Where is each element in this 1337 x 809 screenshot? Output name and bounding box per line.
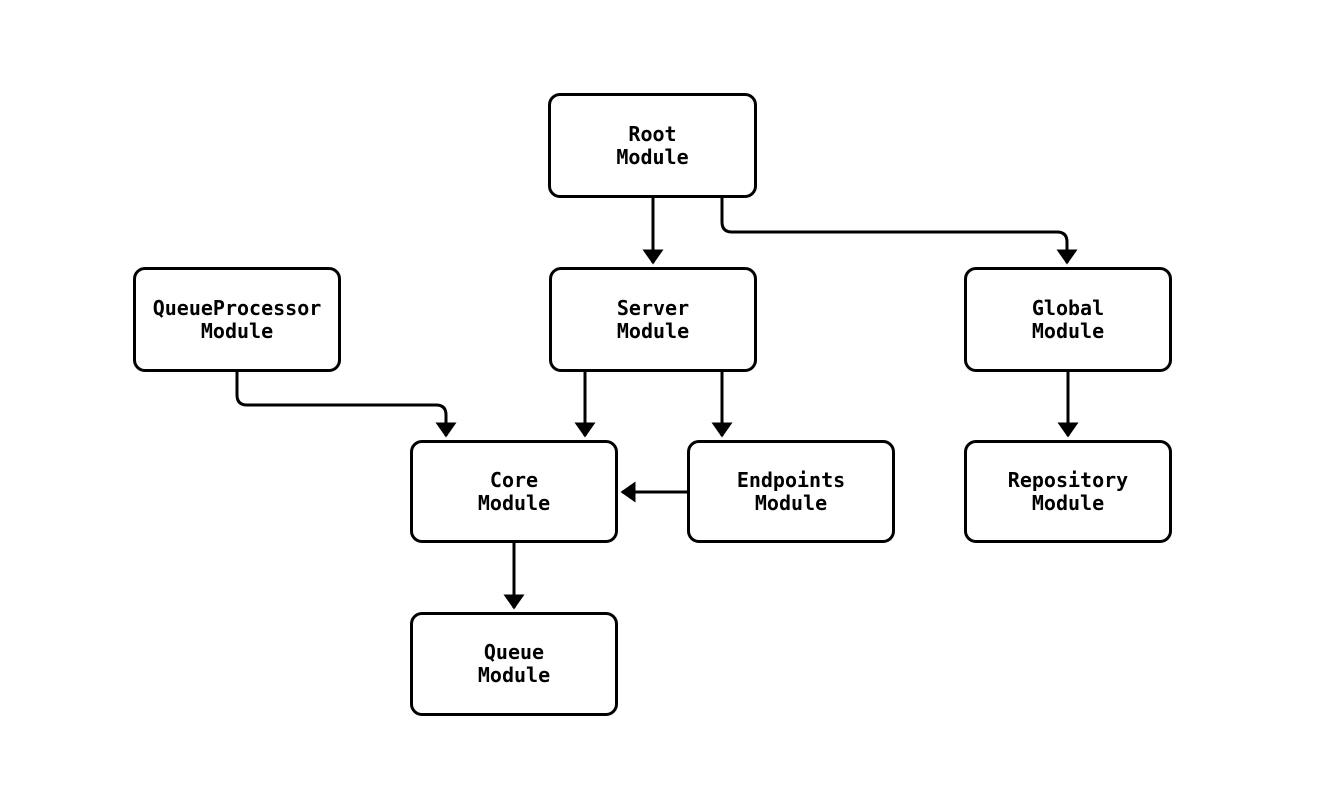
node-global-module: Global Module [964,267,1172,372]
node-core-module: Core Module [410,440,618,543]
node-label-line: Module [754,490,828,515]
node-label-line: Module [616,318,690,343]
node-server-module: Server Module [549,267,757,372]
node-label-line: Queue [483,640,545,664]
edge-root-module-to-global-module [720,198,1078,265]
node-label-line: Repository [1007,467,1129,492]
node-label-line: Module [1031,490,1105,515]
node-label-line: Module [1031,318,1105,343]
node-label-line: Endpoints [736,467,846,492]
node-repository-module: Repository Module [964,440,1172,543]
node-endpoints-module: Endpoints Module [687,440,895,543]
node-label-line: Module [616,144,689,169]
node-label-line: Module [200,318,274,343]
node-root-module: Root Module [548,93,757,198]
node-label-line: Module [477,490,551,515]
node-label-line: Module [477,663,551,687]
edge-queueprocessor-module-to-core-module [235,372,457,438]
node-label-line: Core [489,467,539,492]
node-label-line: Root [628,121,677,146]
node-label-line: QueueProcessor [152,295,322,320]
node-queueprocessor-module: QueueProcessor Module [133,267,341,372]
node-label-line: Global [1031,295,1105,320]
node-queue-module: Queue Module [410,612,618,716]
node-label-line: Server [616,295,690,320]
